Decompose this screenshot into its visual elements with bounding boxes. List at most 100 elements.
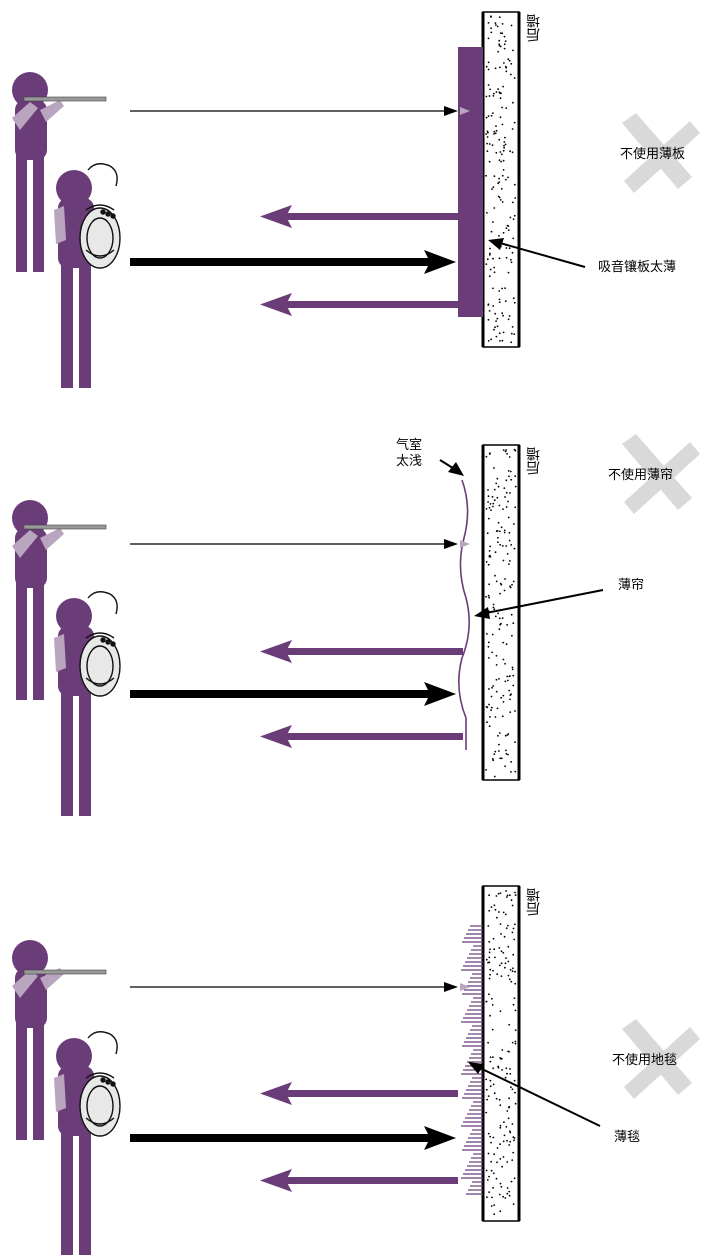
wall-texture-dot xyxy=(513,1079,516,1082)
flute-player xyxy=(12,72,64,272)
wall-texture-dot xyxy=(511,668,514,671)
wall-texture-dot xyxy=(497,485,500,488)
wall-texture-dot xyxy=(510,24,513,27)
wall-texture-dot xyxy=(492,505,494,508)
wall-texture-dot xyxy=(492,1067,495,1070)
reflected-arrow-upper xyxy=(260,205,458,228)
wall-texture-dot xyxy=(487,495,490,498)
wall-texture-dot xyxy=(485,1088,488,1091)
wall-texture-dot xyxy=(486,1179,489,1181)
wall-texture-dot xyxy=(514,449,517,452)
wall-texture-dot xyxy=(498,290,501,292)
wall-texture-dot xyxy=(493,266,495,269)
wall-texture-dot xyxy=(498,1193,501,1196)
wall-texture-dot xyxy=(487,925,490,927)
wall-texture-dot xyxy=(488,894,490,897)
wall-texture-dot xyxy=(510,980,513,983)
wall-texture-dot xyxy=(510,478,513,481)
tuba-player xyxy=(54,598,94,816)
wall-texture-dot xyxy=(492,305,495,307)
wall-texture-dot xyxy=(493,467,495,469)
wall-texture-dot xyxy=(505,749,507,752)
wall-texture-dot xyxy=(497,734,499,737)
wall-texture-dot xyxy=(497,892,500,895)
wall-texture-dot xyxy=(486,1196,488,1199)
wall-texture-dot xyxy=(502,159,505,162)
wall-texture-dot xyxy=(501,174,504,177)
wall-texture-dot xyxy=(488,961,491,964)
wall-texture-dot xyxy=(503,1121,505,1124)
reflected-arrow-upper xyxy=(260,1082,458,1105)
wall-texture-dot xyxy=(485,95,488,98)
wall-texture-dot xyxy=(488,909,491,912)
wall-texture-dot xyxy=(489,268,492,271)
wall-texture-dot xyxy=(487,84,490,86)
wall-texture-dot xyxy=(502,701,505,703)
tuba xyxy=(79,163,121,269)
callout-leader xyxy=(468,1062,601,1127)
wall-texture-dot xyxy=(502,1156,505,1158)
wall-texture-dot xyxy=(488,940,491,943)
wall-texture-dot xyxy=(501,23,504,25)
wall-texture-dot xyxy=(493,207,496,209)
wall-texture-dot xyxy=(508,247,511,250)
wall-texture-dot xyxy=(500,526,503,529)
wall-texture-dot xyxy=(491,686,493,689)
wall-texture-dot xyxy=(499,45,502,48)
wall-texture-dot xyxy=(508,1144,511,1146)
scenario-art xyxy=(12,11,586,388)
wall-texture-dot xyxy=(505,479,508,482)
wall-texture-dot xyxy=(488,160,491,163)
wall-texture-dot xyxy=(513,214,516,217)
wall-texture-dot xyxy=(502,231,505,234)
wall-texture-dot xyxy=(487,641,490,644)
wall-texture-dot xyxy=(510,332,513,335)
wall-texture-dot xyxy=(490,16,492,18)
wall-texture-dot xyxy=(487,115,490,117)
wall-texture-dot xyxy=(502,951,505,954)
wall-texture-dot xyxy=(514,475,517,478)
wall-texture-dot xyxy=(504,287,506,289)
wall-texture-dot xyxy=(486,150,489,153)
wall-texture-dot xyxy=(508,1106,510,1109)
wall-texture-dot xyxy=(486,633,488,635)
wall-texture-dot xyxy=(509,1073,512,1075)
wall-texture-dot xyxy=(494,326,496,329)
wall-texture-dot xyxy=(488,1191,490,1193)
wall-texture-dot xyxy=(497,612,499,615)
wall-texture-dot xyxy=(513,77,516,79)
wall-texture-dot xyxy=(513,333,516,335)
wall-texture-dot xyxy=(488,550,491,552)
wall-texture-dot xyxy=(505,491,508,494)
wall-texture-dot xyxy=(490,509,492,511)
wall-texture-dot xyxy=(502,1140,505,1143)
wall-texture-dot xyxy=(514,982,517,985)
wall-texture-dot xyxy=(501,1069,503,1071)
wall-texture-dot xyxy=(503,144,505,147)
wall-texture-dot xyxy=(496,25,499,28)
wall-texture-dot xyxy=(510,1086,512,1088)
wall-texture-dot xyxy=(498,617,501,620)
wall-texture-dot xyxy=(490,31,493,34)
wall-texture-dot xyxy=(510,62,513,65)
wall-texture-dot xyxy=(487,645,490,648)
wall-texture-dot xyxy=(513,997,516,999)
cross-icon xyxy=(622,113,700,193)
wall-texture-dot xyxy=(491,633,494,636)
tuba-player xyxy=(54,1038,94,1255)
wall-texture-dot xyxy=(513,1139,515,1142)
wall-texture-dot xyxy=(498,743,500,746)
wall-texture-dot xyxy=(502,911,505,914)
wall-texture-dot xyxy=(510,761,513,763)
thin-arrow-incident xyxy=(130,982,470,992)
wall-label: 后墙 xyxy=(526,888,542,916)
wall-texture-dot xyxy=(497,536,499,539)
gap-leader xyxy=(439,459,464,476)
wall-texture-dot xyxy=(510,341,513,344)
wall-texture-dot xyxy=(499,592,501,595)
wall-texture-dot xyxy=(499,757,501,760)
wall-texture-dot xyxy=(501,545,504,547)
wall-texture-dot xyxy=(489,247,491,250)
wall-texture-dot xyxy=(501,32,504,35)
